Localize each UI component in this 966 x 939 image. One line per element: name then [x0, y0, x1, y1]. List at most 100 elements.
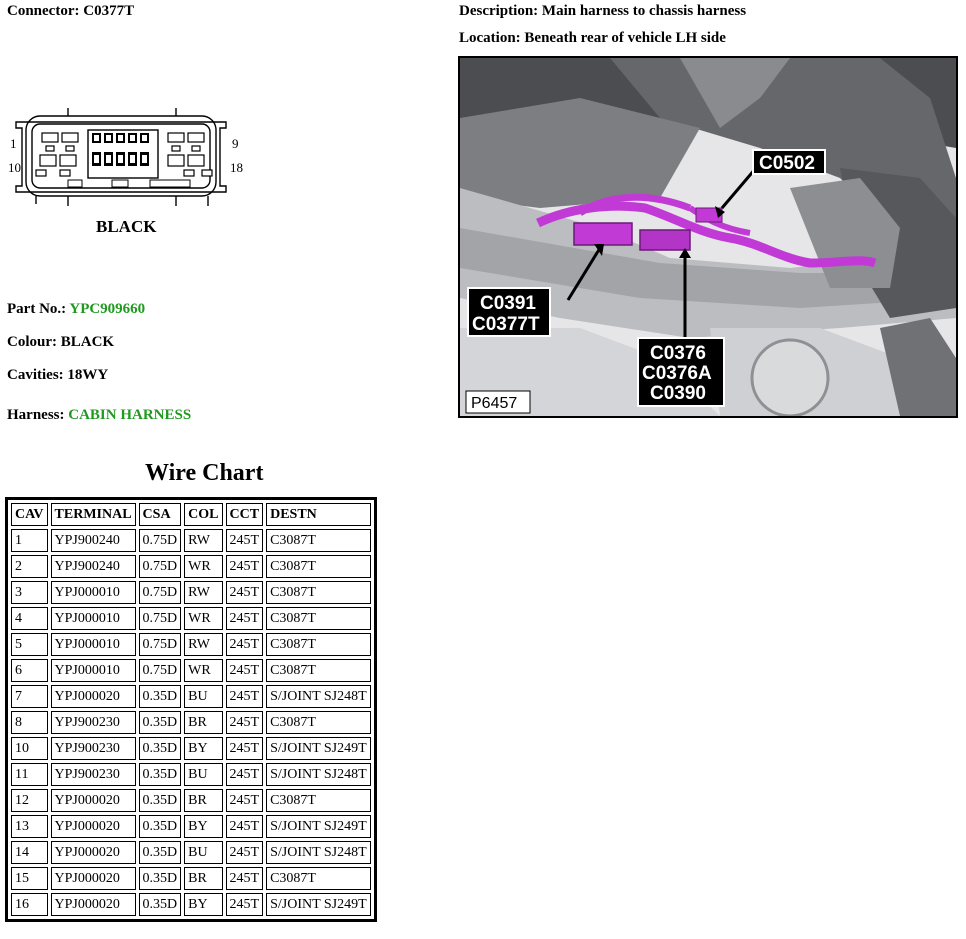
cct-cell: 245T: [225, 893, 264, 916]
terminal-cell: YPJ000020: [50, 867, 136, 890]
csa-cell: 0.75D: [138, 633, 182, 656]
destn-cell: S/JOINT SJ248T: [266, 763, 371, 786]
csa-cell: 0.35D: [138, 737, 182, 760]
destn-cell: S/JOINT SJ248T: [266, 685, 371, 708]
cav-cell: 13: [11, 815, 48, 838]
destn-cell: S/JOINT SJ248T: [266, 841, 371, 864]
cct-cell: 245T: [225, 789, 264, 812]
destn-cell: C3087T: [266, 555, 371, 578]
csa-cell: 0.75D: [138, 555, 182, 578]
location-illustration: C0502 C0391 C0377T C0376 C0376A C0390 P6…: [458, 56, 958, 418]
col-cell: BU: [184, 685, 223, 708]
destn-cell: C3087T: [266, 581, 371, 604]
cav-cell: 2: [11, 555, 48, 578]
colour-value: BLACK: [60, 334, 115, 350]
cav-cell: 15: [11, 867, 48, 890]
destn-cell: S/JOINT SJ249T: [266, 737, 371, 760]
csa-cell: 0.35D: [138, 763, 182, 786]
header-cct: CCT: [225, 503, 264, 526]
destn-cell: C3087T: [266, 789, 371, 812]
description-line: Description: Main harness to chassis har…: [459, 3, 746, 20]
csa-cell: 0.35D: [138, 711, 182, 734]
connector-line: Connector: C0377T: [7, 3, 134, 20]
terminal-cell: YPJ900240: [50, 529, 136, 552]
destn-cell: S/JOINT SJ249T: [266, 893, 371, 916]
cav-cell: 7: [11, 685, 48, 708]
colour-label: Colour:: [7, 334, 57, 350]
pin-label-9: 9: [232, 136, 239, 151]
header-cav: CAV: [11, 503, 48, 526]
pin-label-18: 18: [230, 160, 243, 175]
cav-cell: 12: [11, 789, 48, 812]
terminal-cell: YPJ000010: [50, 607, 136, 630]
col-cell: BU: [184, 841, 223, 864]
destn-cell: C3087T: [266, 529, 371, 552]
callout-c0376: C0376: [650, 343, 706, 364]
destn-cell: C3087T: [266, 711, 371, 734]
cct-cell: 245T: [225, 685, 264, 708]
description-label: Description:: [459, 3, 539, 19]
connector-pinout-diagram: 1 9 10 18 BLACK: [8, 108, 243, 236]
wire-chart-title: Wire Chart: [145, 460, 264, 486]
cav-cell: 4: [11, 607, 48, 630]
callout-c0390: C0390: [650, 383, 706, 404]
pin-label-1: 1: [10, 136, 17, 151]
cct-cell: 245T: [225, 763, 264, 786]
cct-cell: 245T: [225, 841, 264, 864]
terminal-cell: YPJ000010: [50, 581, 136, 604]
location-value: Beneath rear of vehicle LH side: [524, 30, 726, 46]
harness-value: CABIN HARNESS: [68, 407, 192, 423]
csa-cell: 0.75D: [138, 607, 182, 630]
header-col: COL: [184, 503, 223, 526]
cct-cell: 245T: [225, 581, 264, 604]
terminal-cell: YPJ900230: [50, 763, 136, 786]
col-cell: RW: [184, 529, 223, 552]
cavities-line: Cavities: 18WY: [7, 367, 108, 384]
csa-cell: 0.75D: [138, 581, 182, 604]
location-label: Location:: [459, 30, 521, 46]
cavities-value: 18WY: [67, 367, 109, 383]
header-csa: CSA: [138, 503, 182, 526]
cav-cell: 16: [11, 893, 48, 916]
table-header-row: CAV TERMINAL CSA COL CCT DESTN: [11, 503, 371, 526]
harness-label: Harness:: [7, 407, 65, 423]
col-cell: BY: [184, 815, 223, 838]
col-cell: BR: [184, 711, 223, 734]
terminal-cell: YPJ000020: [50, 841, 136, 864]
cct-cell: 245T: [225, 633, 264, 656]
location-illustration-drawing: C0502 C0391 C0377T C0376 C0376A C0390 P6…: [460, 58, 956, 416]
csa-cell: 0.35D: [138, 815, 182, 838]
location-line: Location: Beneath rear of vehicle LH sid…: [459, 30, 726, 47]
csa-cell: 0.35D: [138, 789, 182, 812]
csa-cell: 0.35D: [138, 841, 182, 864]
destn-cell: S/JOINT SJ249T: [266, 815, 371, 838]
col-cell: BR: [184, 867, 223, 890]
terminal-cell: YPJ000020: [50, 685, 136, 708]
csa-cell: 0.35D: [138, 867, 182, 890]
description-value: Main harness to chassis harness: [541, 3, 747, 19]
cct-cell: 245T: [225, 737, 264, 760]
destn-cell: C3087T: [266, 607, 371, 630]
cct-cell: 245T: [225, 711, 264, 734]
terminal-cell: YPJ000010: [50, 633, 136, 656]
part-no-value: YPC909660: [69, 301, 146, 317]
part-no-label: Part No.:: [7, 301, 67, 317]
col-cell: WR: [184, 555, 223, 578]
cct-cell: 245T: [225, 555, 264, 578]
terminal-cell: YPJ900230: [50, 711, 136, 734]
